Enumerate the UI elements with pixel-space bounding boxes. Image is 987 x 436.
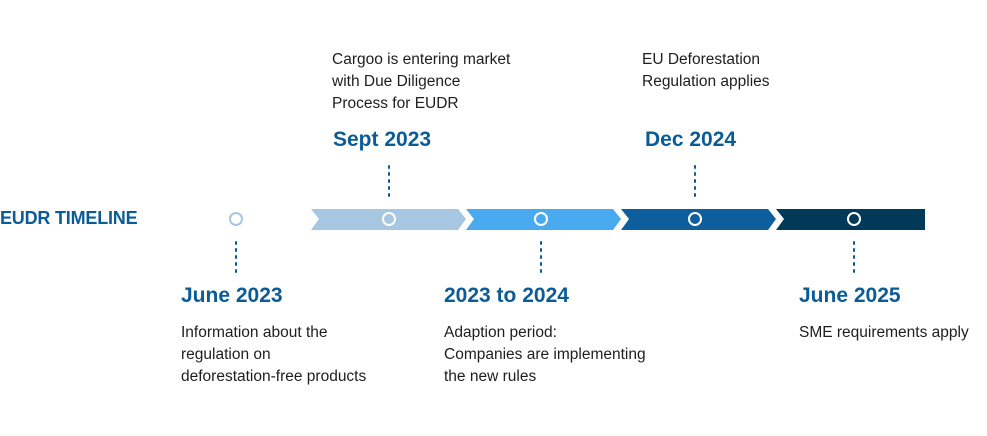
milestone-marker-2023-to-2024 xyxy=(534,212,548,226)
milestone-date-dec-2024: Dec 2024 xyxy=(645,128,737,151)
milestone-date-june-2025: June 2025 xyxy=(799,284,901,307)
description-line: Regulation applies xyxy=(642,73,770,90)
description-line: SME requirements apply xyxy=(799,324,969,341)
milestone-marker-june-2025 xyxy=(847,212,861,226)
timeline-segment-2023-to-2024 xyxy=(466,209,621,230)
description-line: Process for EUDR xyxy=(332,95,459,112)
description-line: with Due Diligence xyxy=(332,73,461,90)
timeline-segment-sept-2023 xyxy=(311,209,466,230)
milestone-date-june-2023: June 2023 xyxy=(181,284,283,307)
milestone-description-june-2025: SME requirements apply xyxy=(799,322,969,344)
milestone-description-2023-to-2024: Adaption period: Companies are implement… xyxy=(444,322,646,388)
timeline-segment-dec-2024 xyxy=(621,209,776,230)
milestone-date-2023-to-2024: 2023 to 2024 xyxy=(444,284,569,307)
description-line: Adaption period: xyxy=(444,324,557,341)
description-line: the new rules xyxy=(444,368,537,385)
milestone-description-dec-2024: EU Deforestation Regulation applies xyxy=(642,49,770,93)
milestone-marker-dec-2024 xyxy=(688,212,702,226)
description-line: regulation on xyxy=(181,346,271,363)
milestone-description-sept-2023: Cargoo is entering market with Due Dilig… xyxy=(332,49,510,115)
milestone-date-sept-2023: Sept 2023 xyxy=(333,128,432,151)
description-line: deforestation-free products xyxy=(181,368,367,385)
milestone-marker-june-2023 xyxy=(229,212,243,226)
milestone-marker-sept-2023 xyxy=(382,212,396,226)
description-line: EU Deforestation xyxy=(642,51,761,68)
timeline-segment-june-2025 xyxy=(776,209,925,230)
timeline-title: EUDR TIMELINE xyxy=(0,208,138,228)
description-line: Companies are implementing xyxy=(444,346,646,363)
description-line: Cargoo is entering market xyxy=(332,51,511,68)
milestone-description-june-2023: Information about the regulation on defo… xyxy=(181,322,366,388)
description-line: Information about the xyxy=(181,324,328,341)
